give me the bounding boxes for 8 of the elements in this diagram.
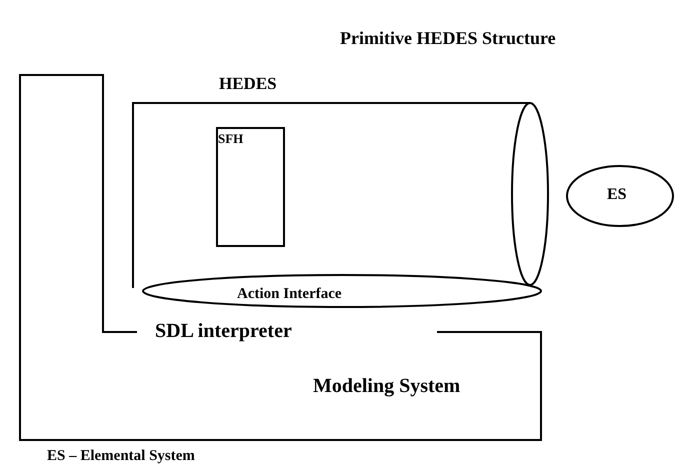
node-label: ES	[607, 186, 627, 204]
legend-note: ES – Elemental System	[47, 448, 195, 464]
node-label: HEDES	[219, 75, 277, 94]
node-label: SFH	[218, 132, 244, 146]
node-label: Action Interface	[237, 286, 342, 302]
interpreter-label: SDL interpreter	[155, 320, 292, 342]
system-label: Modeling System	[313, 375, 460, 397]
diagram-title: Primitive HEDES Structure	[340, 29, 556, 49]
